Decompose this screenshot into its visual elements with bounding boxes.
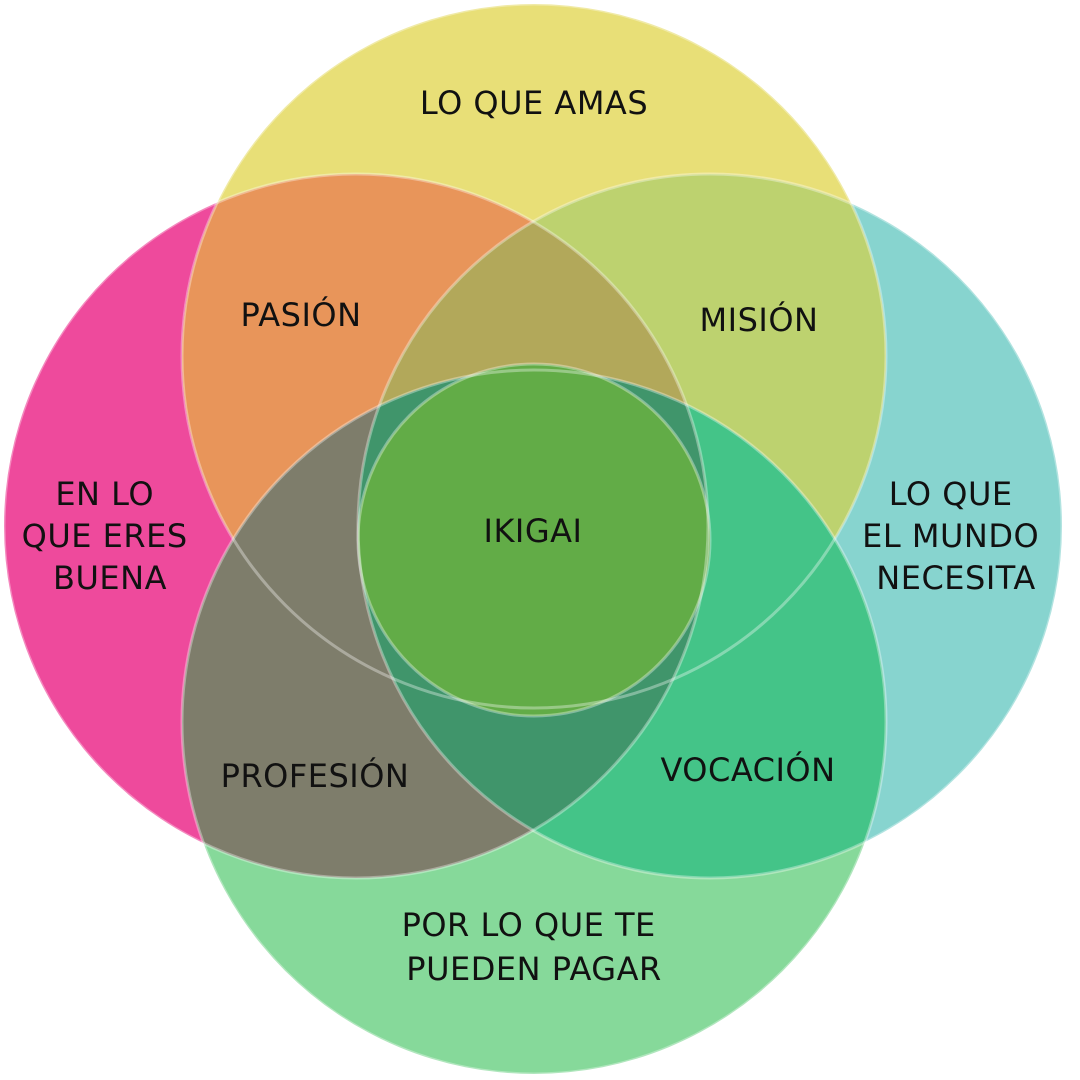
outline-core <box>356 362 712 718</box>
label-love: LO QUE AMAS <box>420 84 648 122</box>
label-mission: MISIÓN <box>700 300 819 339</box>
overlap-center-lower <box>358 370 708 878</box>
outline-good <box>2 172 710 880</box>
ikigai-core <box>358 364 710 716</box>
outline-paid <box>180 368 888 1076</box>
label-world: LO QUE EL MUNDO NECESITA <box>862 475 1050 597</box>
label-good: EN LO QUE ERES BUENA <box>22 475 199 597</box>
label-paid: POR LO QUE TE PUEDEN PAGAR <box>402 906 667 988</box>
label-passion: PASIÓN <box>240 295 361 334</box>
outline-love <box>180 2 888 710</box>
label-ikigai: IKIGAI <box>484 512 583 550</box>
outline-world <box>356 172 1064 880</box>
label-vocation: VOCACIÓN <box>660 750 835 789</box>
label-profession: PROFESIÓN <box>221 756 410 795</box>
